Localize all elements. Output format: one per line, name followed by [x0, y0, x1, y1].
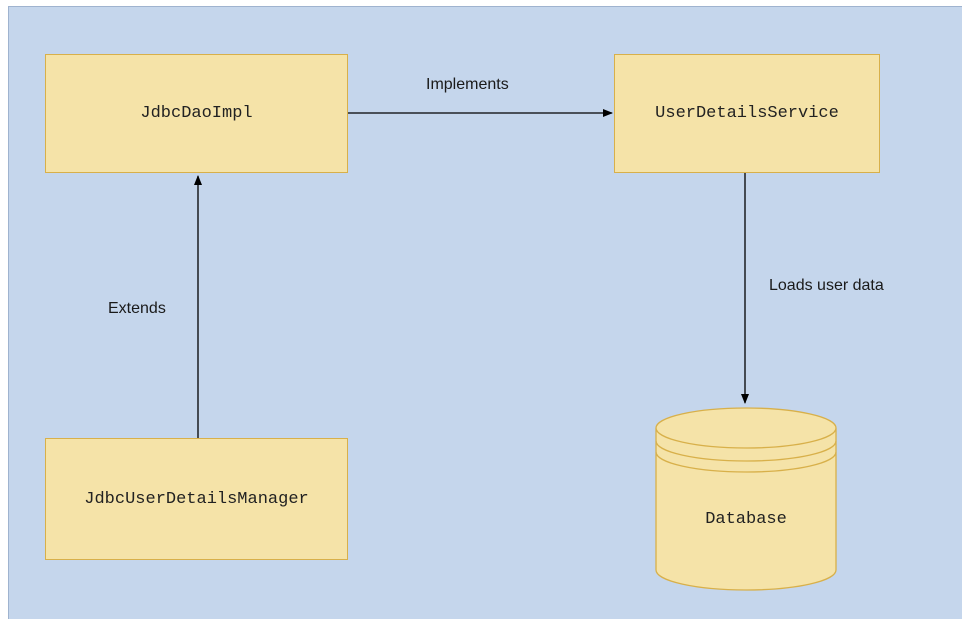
database-label: Database	[705, 510, 787, 529]
jdbc-dao-impl-node: JdbcDaoImpl	[45, 54, 348, 173]
user-details-service-node: UserDetailsService	[614, 54, 880, 173]
extends-label: Extends	[108, 300, 166, 317]
database-cylinder-icon	[655, 407, 837, 591]
jdbc-user-details-manager-node: JdbcUserDetailsManager	[45, 438, 348, 560]
loads-user-data-label: Loads user data	[769, 277, 884, 294]
implements-label: Implements	[426, 76, 509, 93]
